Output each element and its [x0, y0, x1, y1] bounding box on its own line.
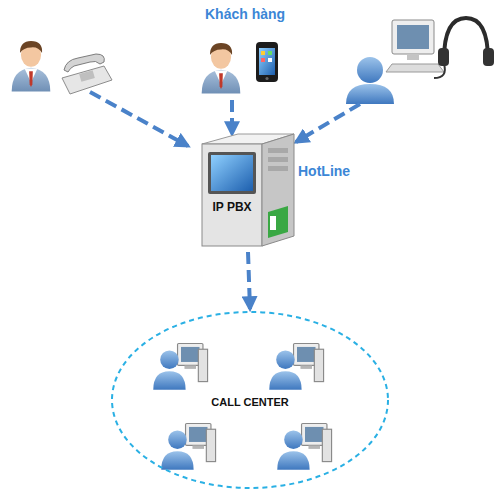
flow-arrow — [248, 252, 250, 309]
call-arrow — [90, 92, 188, 146]
blue-caption: HotLine — [298, 163, 350, 179]
blue-caption: Khách hàng — [205, 6, 285, 22]
mobile-phone — [256, 42, 278, 82]
customer-icon — [12, 41, 51, 92]
node-label: IP PBX — [204, 200, 260, 214]
server-node: IP PBX — [198, 132, 298, 250]
agent-icon — [269, 343, 323, 389]
server-outline — [198, 132, 298, 250]
call-arrow — [296, 104, 360, 142]
agent-icon — [153, 343, 207, 389]
customer-icon — [202, 43, 241, 94]
node-label: CALL CENTER — [110, 396, 390, 408]
call-arrow — [230, 100, 234, 134]
agent-icon — [277, 423, 331, 469]
desk-phone — [62, 54, 112, 94]
agent-icon — [161, 423, 215, 469]
operator-icon — [346, 18, 494, 104]
call-center-zone: CALL CENTER — [110, 310, 390, 490]
